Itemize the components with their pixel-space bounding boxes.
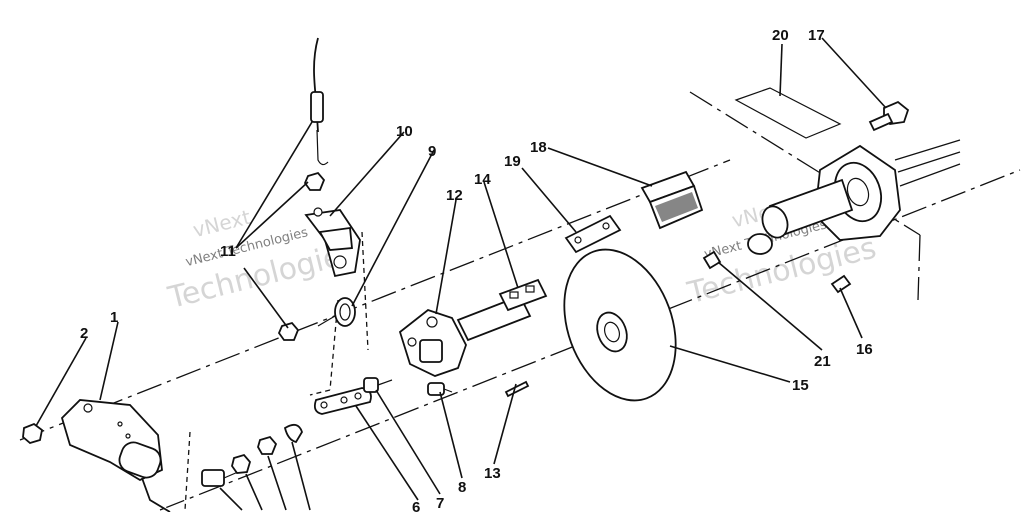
callout-6: 6 — [412, 499, 420, 512]
callout-labels: 1 2 6 7 8 9 10 11 12 13 14 15 16 17 18 1… — [80, 27, 873, 512]
callout-20: 20 — [772, 27, 789, 44]
part-11-nut-lower — [277, 321, 300, 341]
part-7-bolt — [363, 377, 393, 393]
part-6-link-plate — [313, 387, 372, 415]
part-1-mount-bracket — [60, 399, 171, 512]
part-9-spring — [317, 297, 356, 327]
bottom-hardware — [201, 423, 303, 487]
callout-17: 17 — [808, 27, 825, 44]
callout-13: 13 — [484, 465, 501, 482]
callout-8: 8 — [458, 479, 466, 496]
leader-lines — [35, 37, 887, 511]
part-20-decal — [734, 87, 842, 139]
callout-12: 12 — [446, 187, 463, 204]
callout-7: 7 — [436, 495, 444, 512]
part-2-nut — [22, 422, 43, 445]
callout-10: 10 — [396, 123, 413, 140]
callout-1: 1 — [110, 309, 118, 326]
callout-14: 14 — [474, 171, 491, 188]
callout-18: 18 — [530, 139, 547, 156]
callout-11: 11 — [220, 243, 236, 260]
part-13-key — [504, 380, 530, 398]
part-14-clip — [498, 278, 548, 312]
callout-19: 19 — [504, 153, 521, 170]
callout-21: 21 — [814, 353, 831, 370]
callout-2: 2 — [80, 325, 88, 342]
part-11-nut-upper — [303, 171, 326, 191]
part-15-drive-disc — [563, 248, 677, 402]
part-21-pin — [702, 250, 722, 270]
drive-hub-assembly — [747, 139, 961, 255]
callout-15: 15 — [792, 377, 809, 394]
callout-9: 9 — [428, 143, 436, 160]
part-16-pin — [830, 274, 852, 294]
part-10-bracket — [304, 207, 361, 278]
callout-16: 16 — [856, 341, 873, 358]
part-18-friction-block — [640, 170, 704, 230]
part-19-plate — [564, 214, 622, 254]
control-cable — [310, 37, 329, 166]
part-17-bolt — [868, 100, 910, 132]
